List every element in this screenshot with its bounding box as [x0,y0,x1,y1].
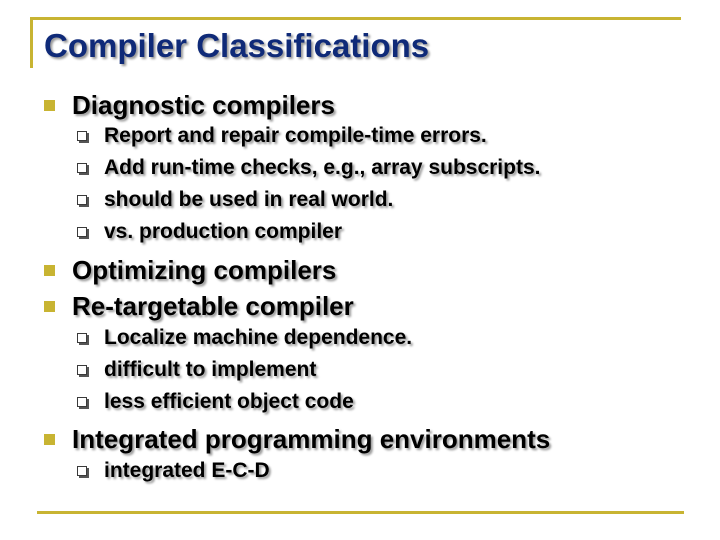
checkbox-bullet-icon [77,365,87,375]
subbullet-difficult: difficult to implement [77,357,317,383]
bullet-label: Re-targetable compiler [72,291,354,321]
checkbox-bullet-icon [77,131,87,141]
subbullet-label: vs. production compiler [104,220,343,243]
subbullet-label: Report and repair compile-time errors. [104,124,487,147]
square-bullet-icon [44,434,55,445]
checkbox-bullet-icon [77,227,87,237]
checkbox-bullet-icon [77,397,87,407]
bottom-rule [37,511,684,514]
checkbox-bullet-icon [77,163,87,173]
bullet-diagnostic-compilers: Diagnostic compilers [44,90,335,120]
subbullet-label: should be used in real world. [104,188,394,211]
bullet-label: Optimizing compilers [72,255,337,285]
bullet-label: Integrated programming environments [72,424,551,454]
subbullet-label: integrated E-C-D [104,459,270,482]
checkbox-bullet-icon [77,466,87,476]
subbullet-run-time-checks: Add run-time checks, e.g., array subscri… [77,155,541,181]
slide-title: Compiler Classifications [44,27,430,64]
subbullet-report-repair: Report and repair compile-time errors. [77,123,487,149]
subbullet-production-compiler: vs. production compiler [77,219,343,245]
subbullet-label: less efficient object code [104,390,354,413]
bullet-retargetable-compiler: Re-targetable compiler [44,291,354,321]
bullet-label: Diagnostic compilers [72,90,335,120]
subbullet-label: Add run-time checks, e.g., array subscri… [104,156,541,179]
subbullet-less-efficient: less efficient object code [77,389,354,415]
checkbox-bullet-icon [77,333,87,343]
subbullet-localize: Localize machine dependence. [77,325,413,351]
subbullet-label: Localize machine dependence. [104,326,413,349]
bullet-integrated-environments: Integrated programming environments [44,424,551,454]
subbullet-real-world: should be used in real world. [77,187,394,213]
bullet-optimizing-compilers: Optimizing compilers [44,255,337,285]
square-bullet-icon [44,301,55,312]
subbullet-integrated-ecd: integrated E-C-D [77,458,270,484]
checkbox-bullet-icon [77,195,87,205]
subbullet-label: difficult to implement [104,358,317,381]
square-bullet-icon [44,100,55,111]
square-bullet-icon [44,265,55,276]
title-frame [30,17,681,68]
